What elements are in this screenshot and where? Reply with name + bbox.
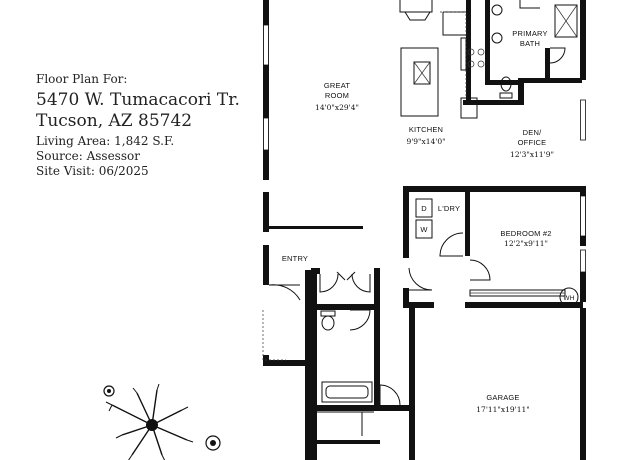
water-heater — [559, 287, 579, 307]
kitchen-name: KITCHEN — [409, 125, 443, 134]
garage-name: GARAGE — [486, 393, 519, 402]
den-dim: 12'3"x11'9" — [510, 150, 554, 159]
address-city: Tucson, AZ 85742 — [36, 111, 193, 131]
address-street: 5470 W. Tumacacori Tr. — [36, 90, 240, 110]
bath-fixtures — [317, 0, 578, 436]
source: Source: Assessor — [36, 149, 140, 163]
laundry-fixtures — [415, 198, 433, 239]
misc-lines — [262, 289, 566, 361]
bedroom-2-name: BEDROOM #2 — [500, 229, 551, 238]
property-info: Floor Plan For: 5470 W. Tumacacori Tr. T… — [36, 72, 240, 179]
site-visit: Site Visit: 06/2025 — [36, 164, 149, 178]
great-room-dim: 14'0"x29'4" — [315, 103, 359, 112]
water-heater-label: WH — [563, 295, 574, 302]
walls — [263, 0, 586, 460]
great-room-name-1: GREAT — [324, 81, 350, 90]
shrub-icon — [103, 385, 221, 451]
entry-name: ENTRY — [282, 254, 308, 263]
kitchen-fixtures — [399, 0, 485, 119]
kitchen-dim: 9'9"x14'0" — [406, 137, 445, 146]
garage-dim: 17'11"x19'11" — [476, 405, 529, 414]
great-room-name-2: ROOM — [325, 91, 349, 100]
bedroom-2-dim: 12'2"x9'11" — [504, 239, 548, 248]
windows — [263, 24, 586, 273]
primary-bath-name-2: BATH — [520, 39, 540, 48]
primary-bath-name-1: PRIMARY — [512, 29, 547, 38]
washer-label: W — [420, 225, 428, 234]
den-name-2: OFFICE — [518, 138, 547, 147]
tree-icon — [105, 383, 194, 460]
living-area: Living Area: 1,842 S.F. — [36, 134, 175, 148]
dryer-label: D — [421, 204, 427, 213]
den-name-1: DEN/ — [523, 128, 542, 137]
laundry-name: L'DRY — [438, 204, 460, 213]
room-labels: GREAT ROOM 14'0"x29'4" KITCHEN 9'9"x14'0… — [282, 29, 575, 414]
doors — [268, 47, 566, 406]
floor-plan-label: Floor Plan For: — [36, 72, 128, 86]
